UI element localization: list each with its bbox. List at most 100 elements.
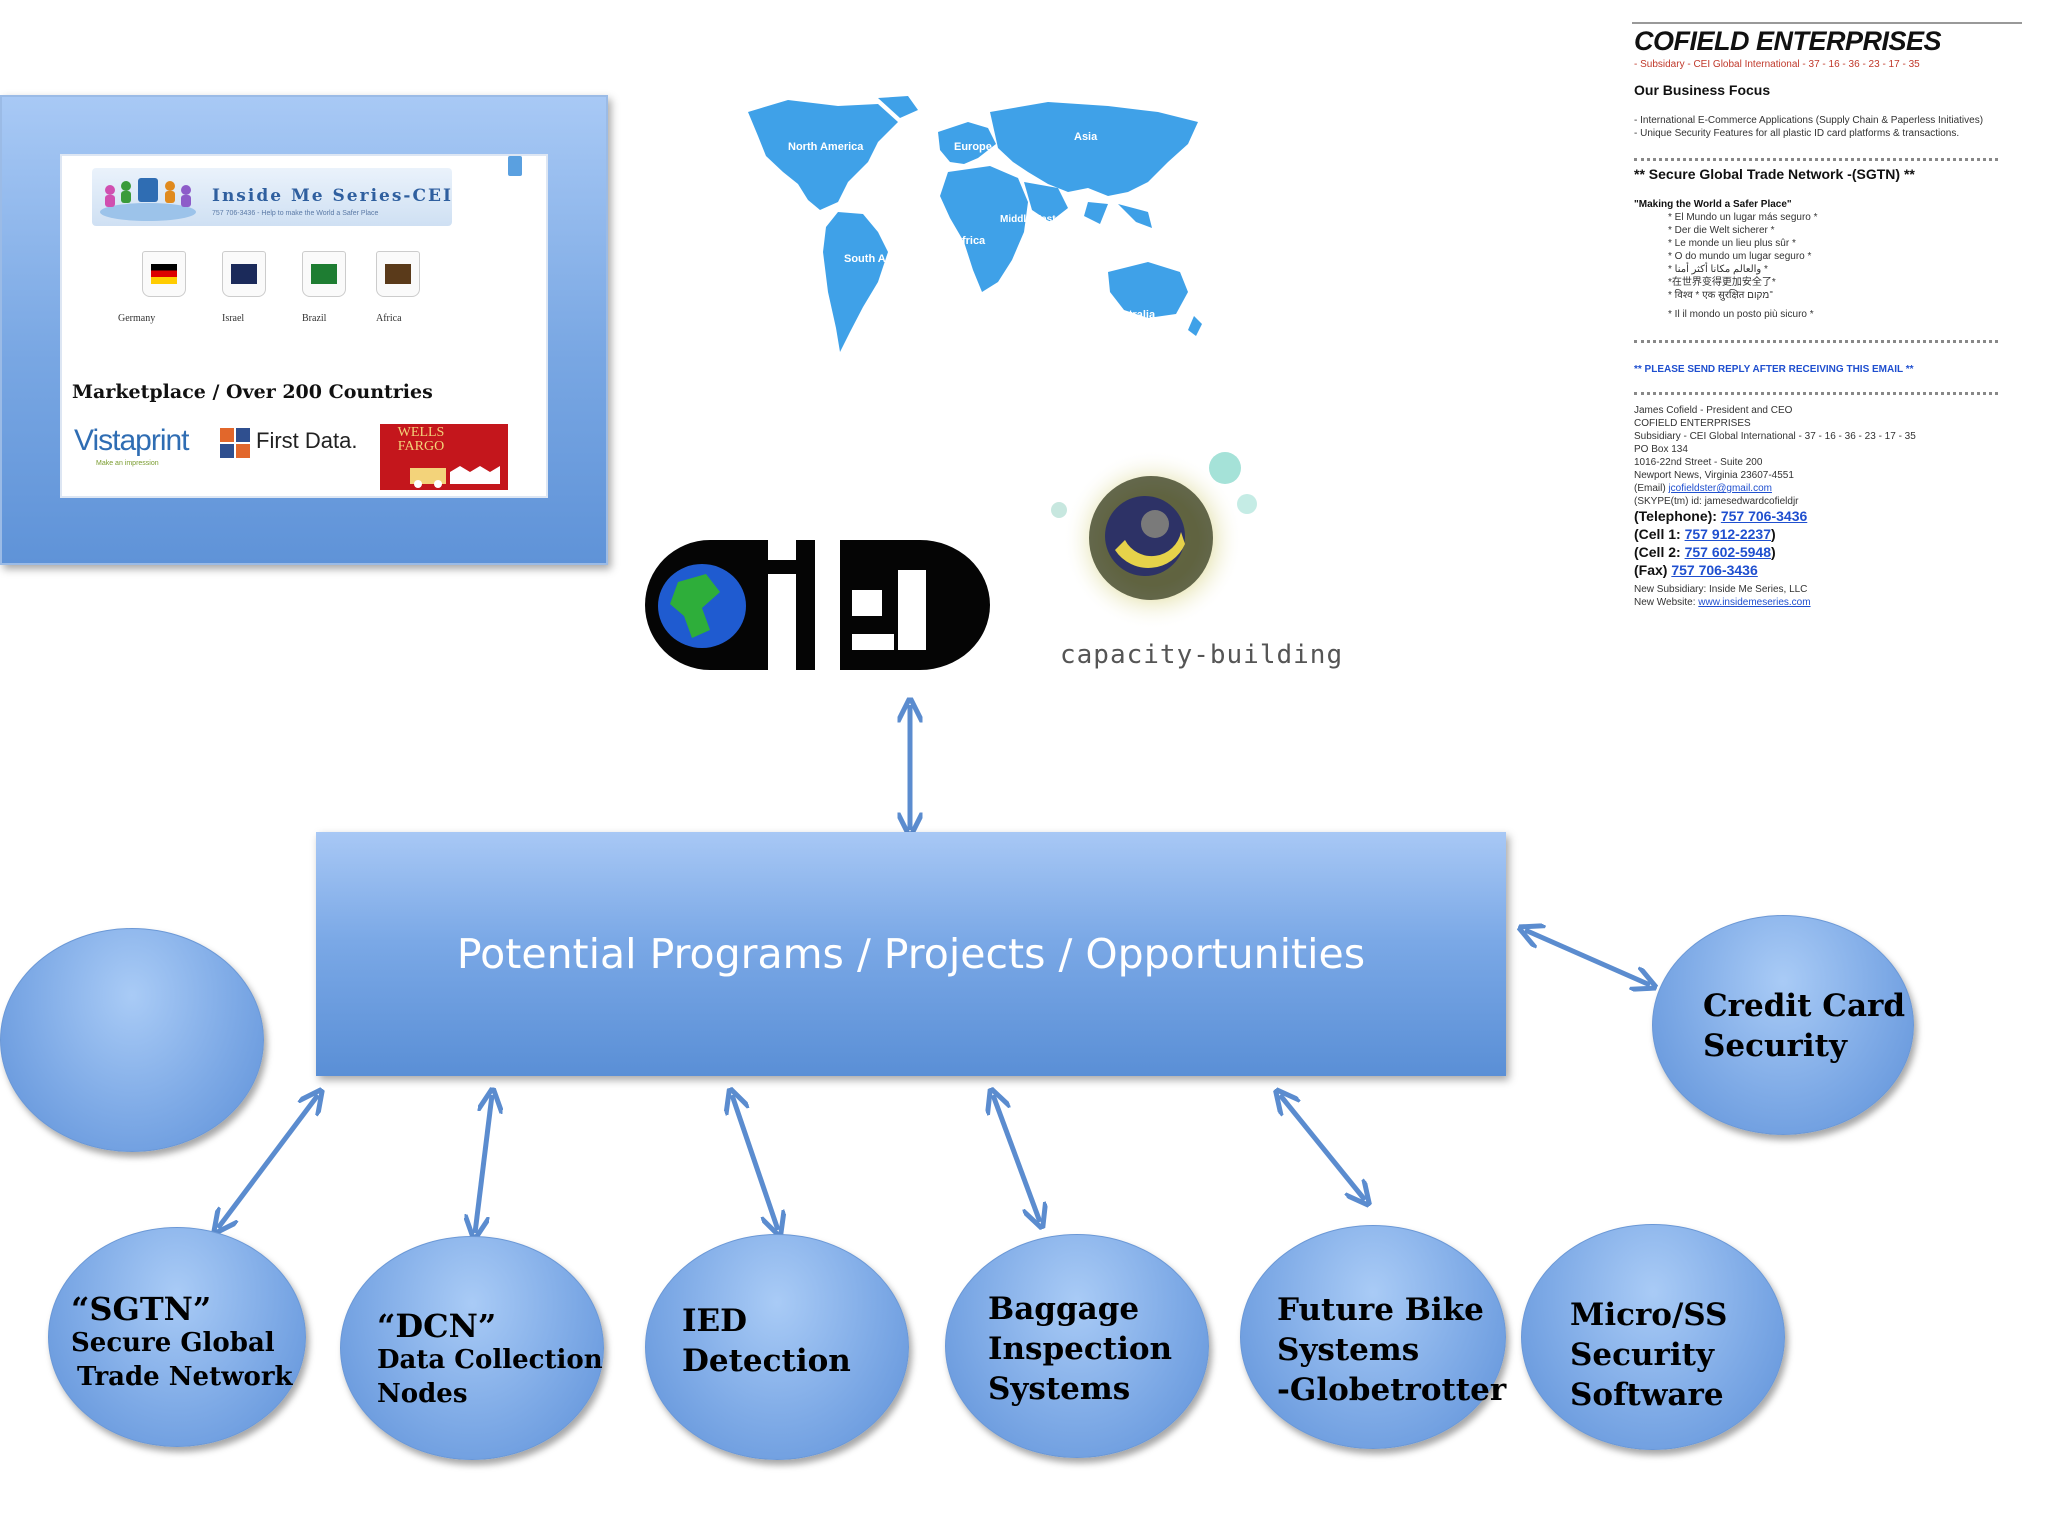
inside-me-screenshot: Inside Me Series-CEI 757 706-3436 - Help… <box>60 154 548 498</box>
country-label: Africa <box>376 313 402 324</box>
bubble-line: Systems <box>988 1371 1131 1407</box>
world-map-graphic: North America South America Europe Asia … <box>748 96 1202 352</box>
website-line: New Website: www.insidemeseries.com <box>1634 596 1811 609</box>
translation-line: * Der die Welt sicherer * <box>1668 225 1775 236</box>
people-network-icon <box>100 178 196 221</box>
bubble-line: Data Collection <box>377 1345 603 1375</box>
credit-card-label: Credit Card Security <box>1703 986 1905 1066</box>
inside-me-panel: Inside Me Series-CEI 757 706-3436 - Help… <box>0 95 608 565</box>
translation-line: * O do mundo um lugar seguro * <box>1668 251 1812 262</box>
capacity-building-label: capacity-building <box>1060 640 1344 670</box>
bubble-line: IED <box>682 1303 748 1339</box>
document-title: COFIELD ENTERPRISES <box>1634 26 1942 56</box>
translation-line: * El Mundo un lugar más seguro * <box>1668 212 1818 223</box>
phone-link[interactable]: 757 912-2237 <box>1684 526 1771 542</box>
credit-card-security-bubble: Credit Card Security <box>1652 915 1914 1135</box>
bubble-line: Secure Global <box>71 1328 275 1358</box>
translation-line: * विश्व * एक सुरक्षित ־מקום <box>1668 290 1774 301</box>
mug-africa <box>376 251 420 297</box>
capacity-building-icon <box>1051 450 1257 630</box>
bubble-line: -Globetrotter <box>1277 1372 1507 1408</box>
map-label-middle-east: Middle East <box>1000 214 1056 225</box>
focus-item: - Unique Security Features for all plast… <box>1634 128 1960 139</box>
ied-detection-bubble: IED Detection <box>645 1234 909 1460</box>
inside-me-title: Inside Me Series-CEI <box>212 186 453 206</box>
country-label: Israel <box>222 313 245 324</box>
wells-fargo-label: WELLS FARGO <box>397 425 445 454</box>
bubble-line: Security <box>1570 1337 1714 1373</box>
website-link[interactable]: www.insidemeseries.com <box>1698 597 1811 608</box>
capacity-building-graphic <box>1035 440 1285 635</box>
bubble-line: “SGTN” <box>71 1290 212 1328</box>
safer-place-heading: "Making the World a Safer Place" <box>1634 199 1792 210</box>
bubble-line: Detection <box>682 1343 851 1379</box>
contact-line: 1016-22nd Street - Suite 200 <box>1634 457 1763 468</box>
arrow-hub-bike <box>1280 1095 1365 1200</box>
vistaprint-tagline: Make an impression <box>96 460 159 467</box>
bubble-line: Security <box>1703 1028 1847 1064</box>
country-label: Germany <box>118 313 156 324</box>
separator <box>1634 340 1998 343</box>
bubble-line: Trade Network <box>77 1362 293 1392</box>
bubble-line: Credit Card <box>1703 988 1906 1024</box>
marketplace-caption: Marketplace / Over 200 Countries <box>72 381 433 403</box>
stagecoach-icon <box>410 466 500 488</box>
mug-brazil <box>302 251 346 297</box>
website-label: New Website: <box>1634 597 1696 608</box>
map-label-north-america: North America <box>788 141 864 153</box>
map-label-asia: Asia <box>1074 131 1098 143</box>
document-top-rule <box>1632 22 2022 24</box>
phone-line: (Fax) 757 706-3436 <box>1634 562 1758 578</box>
micro-ss-bubble: Micro/SS Security Software <box>1521 1224 1785 1450</box>
phone-link[interactable]: 757 602-5948 <box>1684 544 1771 560</box>
map-label-africa: Africa <box>954 235 986 247</box>
translation-line: * Il il mondo un posto più sicuro * <box>1668 309 1814 320</box>
contact-line: COFIELD ENTERPRISES <box>1634 418 1751 429</box>
contact-line: PO Box 134 <box>1634 444 1688 455</box>
wells-fargo-logo: WELLS FARGO <box>380 424 508 490</box>
translation-line: *在世界变得更加安全了* <box>1668 277 1776 288</box>
map-label-south-america: South America <box>844 253 922 265</box>
bubble-line: “DCN” <box>377 1307 497 1345</box>
phone-label: (Telephone): <box>1634 508 1717 524</box>
email-label: (Email) <box>1634 483 1666 494</box>
arrow-hub-sgtn <box>218 1095 318 1228</box>
cofield-document: COFIELD ENTERPRISES - Subsidary - CEI Gl… <box>1632 18 2028 618</box>
document-subsidiary: - Subsidary - CEI Global International -… <box>1634 59 1920 70</box>
phone-label: (Cell 2: <box>1634 544 1681 560</box>
cei-logo <box>640 530 1016 680</box>
vistaprint-logo: Vistaprint <box>74 424 190 457</box>
dcn-label: “DCN” Data Collection Nodes <box>377 1309 603 1411</box>
contact-line: Subsidiary - CEI Global International - … <box>1634 431 1916 442</box>
contact-line: James Cofield - President and CEO <box>1634 405 1793 416</box>
email-link[interactable]: jcofieldster@gmail.com <box>1668 483 1772 494</box>
micro-label: Micro/SS Security Software <box>1570 1295 1727 1415</box>
country-label: Brazil <box>302 313 327 324</box>
first-data-icon <box>220 428 250 458</box>
sgtn-heading: ** Secure Global Trade Network -(SGTN) *… <box>1634 166 1915 182</box>
programs-hub-box: Potential Programs / Projects / Opportun… <box>316 832 1506 1076</box>
email-line: (Email) jcofieldster@gmail.com <box>1634 482 1772 495</box>
business-focus-heading: Our Business Focus <box>1634 82 1771 98</box>
arrow-hub-dcn <box>475 1095 492 1233</box>
bubble-line: Micro/SS <box>1570 1297 1728 1333</box>
arrow-hub-credit-card <box>1525 930 1650 985</box>
phone-line: (Cell 2: 757 602-5948) <box>1634 544 1776 560</box>
inside-me-banner: Inside Me Series-CEI 757 706-3436 - Help… <box>92 168 452 226</box>
focus-item: - International E-Commerce Applications … <box>1634 115 1984 126</box>
bubble-line: Baggage <box>988 1291 1140 1327</box>
phone-link[interactable]: 757 706-3436 <box>1720 508 1808 524</box>
separator <box>1634 392 1998 395</box>
corner-tab <box>508 156 522 176</box>
sgtn-bubble: “SGTN” Secure Global Trade Network <box>48 1227 306 1447</box>
translation-line: * Le monde un lieu plus sûr * <box>1668 238 1796 249</box>
phone-line: (Cell 1: 757 912-2237) <box>1634 526 1776 542</box>
contact-line: Newport News, Virginia 23607-4551 <box>1634 470 1794 481</box>
baggage-label: Baggage Inspection Systems <box>988 1289 1172 1409</box>
arrow-hub-baggage <box>993 1095 1040 1222</box>
phone-link[interactable]: 757 706-3436 <box>1671 562 1758 578</box>
bike-label: Future Bike Systems -Globetrotter <box>1277 1290 1506 1410</box>
sgtn-label: “SGTN” Secure Global Trade Network <box>71 1292 293 1394</box>
future-bike-bubble: Future Bike Systems -Globetrotter <box>1240 1225 1506 1449</box>
bubble-line: Software <box>1570 1377 1724 1413</box>
